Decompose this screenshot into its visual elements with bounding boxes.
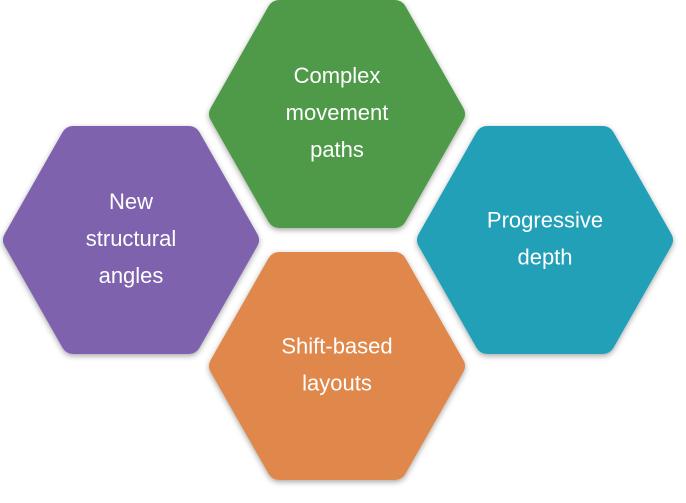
hexagon-label-line: paths	[310, 137, 364, 162]
hexagon-label-line: movement	[286, 100, 389, 125]
hexagon-label-line: Shift-based	[281, 333, 392, 358]
hexagon-shape	[3, 126, 259, 354]
hexagon-shape	[209, 0, 465, 228]
hexagon-label-line: structural	[86, 226, 176, 251]
hexagon-label-line: New	[109, 189, 153, 214]
hexagon-label-line: Progressive	[487, 207, 603, 232]
hexagon-label-line: Complex	[294, 63, 381, 88]
hexagon-label-line: depth	[517, 244, 572, 269]
hexagon-progressive-depth: Progressive depth	[417, 126, 673, 354]
hexagon-label-line: angles	[99, 263, 164, 288]
hexagon-shape	[209, 252, 465, 480]
hexagon-complex-movement-paths: Complex movement paths	[209, 0, 465, 228]
hexagon-shape	[417, 126, 673, 354]
hexagon-new-structural-angles: New structural angles	[3, 126, 259, 354]
hexagon-shift-based-layouts: Shift-based layouts	[209, 252, 465, 480]
hexagon-label-line: layouts	[302, 370, 372, 395]
